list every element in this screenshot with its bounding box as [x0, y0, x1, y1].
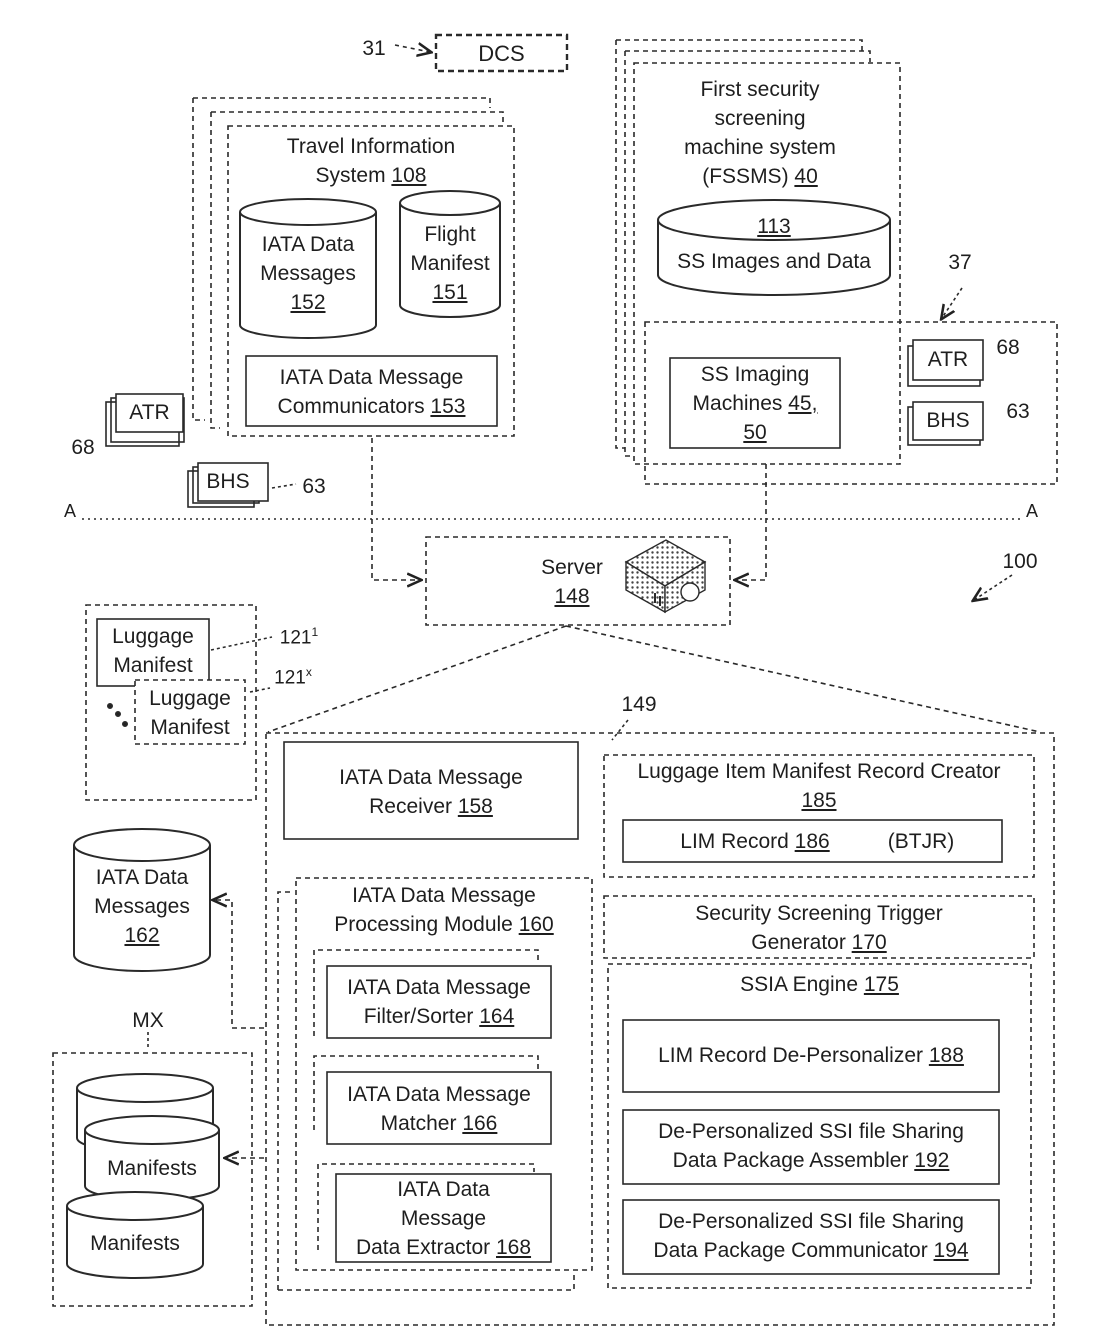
ref-149: 149: [614, 690, 664, 719]
ssia-label: SSIA Engine 175: [608, 970, 1031, 999]
dcs-label: DCS: [436, 39, 567, 68]
matcher-label: IATA Data Message Matcher 166: [327, 1080, 551, 1138]
lim-record-label: LIM Record 186: [660, 827, 850, 856]
mx-label: MX: [120, 1006, 176, 1035]
ref-37: 37: [940, 248, 980, 277]
server-label: Server 148: [520, 553, 624, 611]
manifests-label-1: Manifests: [85, 1154, 219, 1183]
communicator-label: De-Personalized SSI file Sharing Data Pa…: [623, 1207, 999, 1265]
ss-images-label: SS Images and Data: [650, 247, 898, 276]
fssms-title: First security screening machine system …: [634, 75, 886, 191]
processing-label: IATA Data Message Processing Module 160: [296, 881, 592, 939]
atr-right-label: ATR: [913, 345, 983, 374]
ss-images-num: 113: [658, 212, 890, 241]
luggage-manifest-x-ref: 121x: [268, 660, 318, 690]
lim-record-extra: (BTJR): [866, 827, 976, 856]
receiver-label: IATA Data Message Receiver 158: [284, 763, 578, 821]
flight-manifest-label: Flight Manifest 151: [400, 220, 500, 307]
bhs-right-ref: 63: [998, 397, 1038, 426]
lim-creator-label: Luggage Item Manifest Record Creator 185: [604, 757, 1034, 815]
luggage-manifest-1-label: Luggage Manifest: [97, 622, 209, 680]
extractor-label: IATA Data Message Data Extractor 168: [336, 1175, 551, 1262]
iata-messages-162-label: IATA Data Messages 162: [74, 863, 210, 950]
imaging-label: SS Imaging Machines 45, 50: [670, 360, 840, 447]
iata-messages-152-label: IATA Data Messages 152: [240, 230, 376, 317]
atr-left-label: ATR: [116, 398, 183, 427]
trigger-label: Security Screening Trigger Generator 170: [604, 899, 1034, 957]
ref-100: 100: [996, 547, 1044, 576]
bhs-left-label: BHS: [198, 467, 258, 496]
luggage-manifest-x-label: Luggage Manifest: [135, 684, 245, 742]
manifests-label-2: Manifests: [67, 1229, 203, 1258]
bhs-left-ref: 63: [296, 472, 332, 501]
line-a-left-label: A: [60, 497, 80, 526]
atr-right-ref: 68: [988, 333, 1028, 362]
filter-label: IATA Data Message Filter/Sorter 164: [327, 973, 551, 1031]
server-icon: [626, 540, 705, 612]
communicators-label: IATA Data Message Communicators 153: [246, 363, 497, 421]
atr-left-ref: 68: [64, 433, 102, 462]
dcs-ref: 31: [356, 34, 392, 63]
bhs-right-label: BHS: [913, 406, 983, 435]
assembler-label: De-Personalized SSI file Sharing Data Pa…: [623, 1117, 999, 1175]
line-a-right-label: A: [1022, 497, 1042, 526]
luggage-manifest-1-ref: 1211: [274, 620, 324, 650]
depersonalizer-label: LIM Record De-Personalizer 188: [623, 1041, 999, 1070]
tis-title: Travel Information System 108: [228, 132, 514, 190]
